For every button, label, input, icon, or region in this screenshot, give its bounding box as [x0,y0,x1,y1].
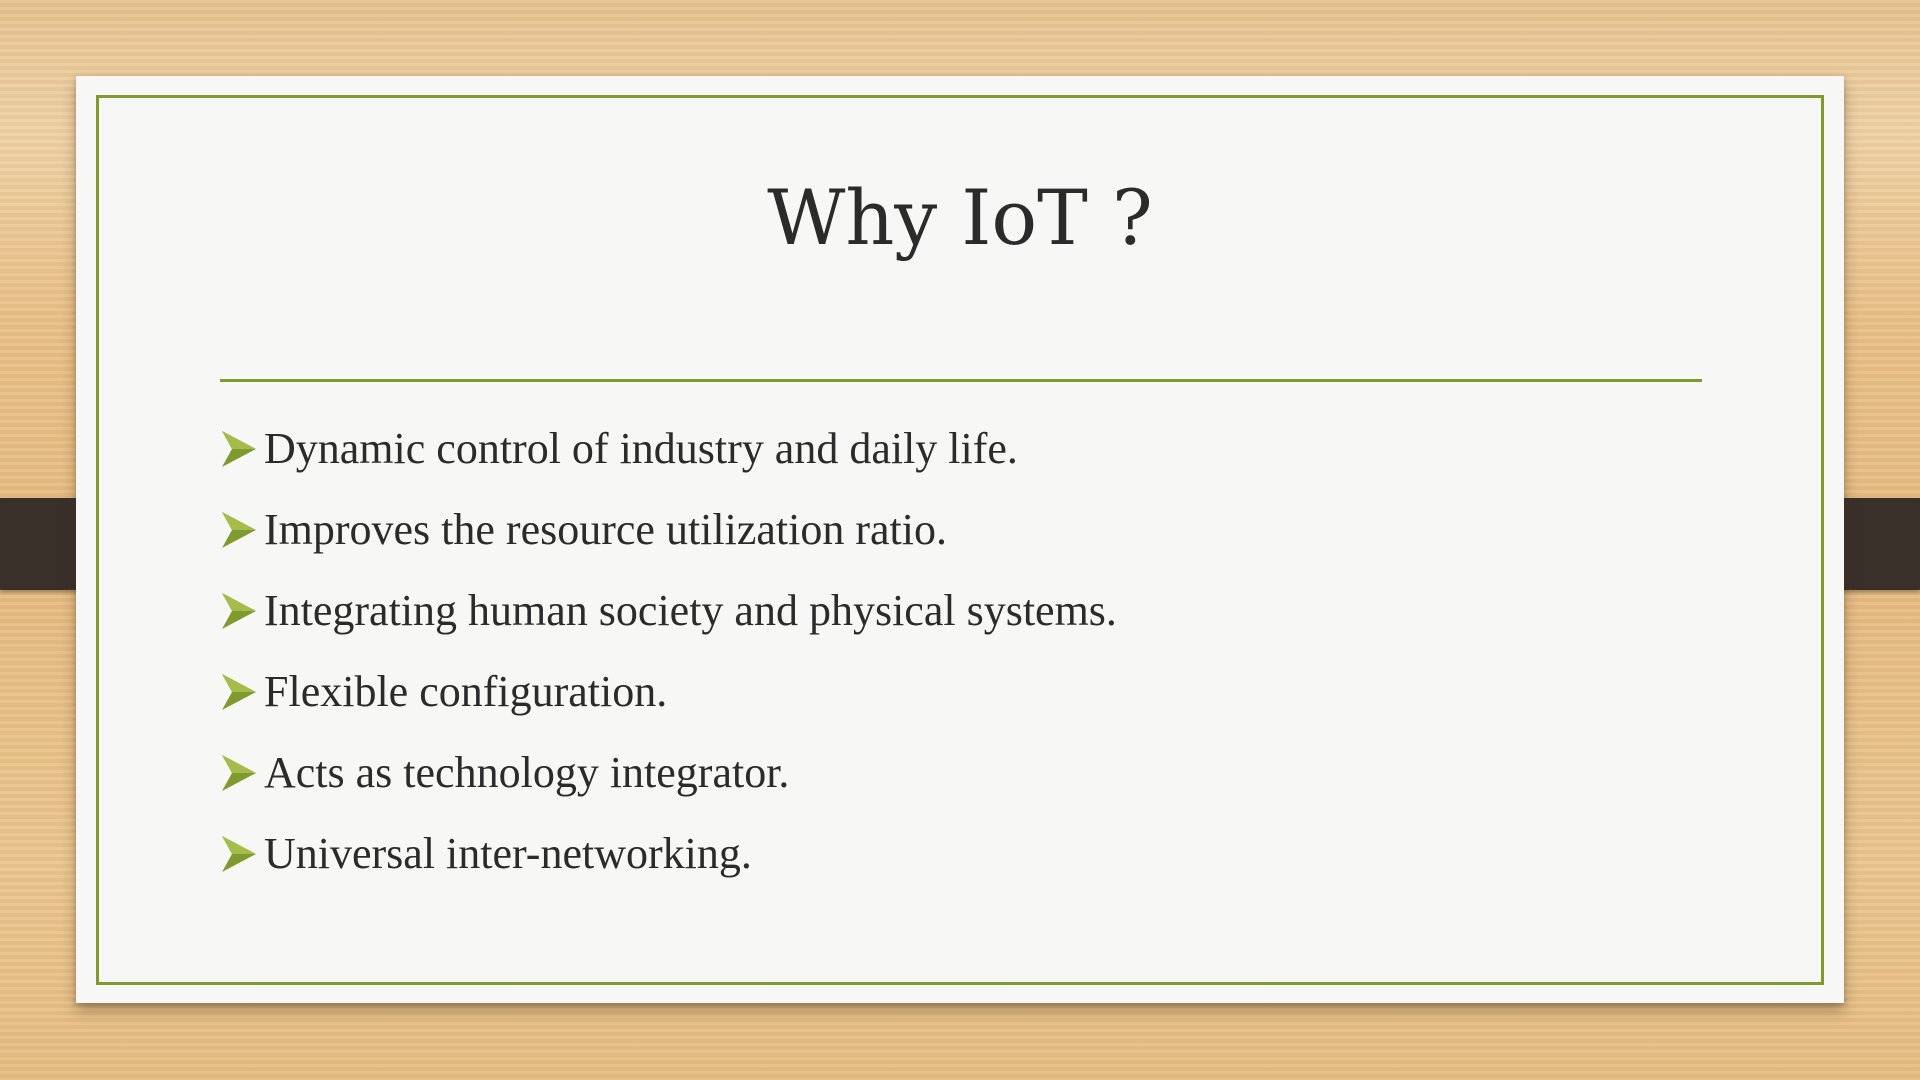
bullet-text: Dynamic control of industry and daily li… [264,424,1018,473]
list-item: Acts as technology integrator. [220,732,1117,813]
arrow-bullet-icon [222,673,256,710]
arrow-bullet-icon [222,511,256,548]
list-item: Universal inter-networking. [220,813,1117,894]
bullet-text: Universal inter-networking. [264,829,752,878]
bullet-text: Flexible configuration. [264,667,668,716]
bullet-list: Dynamic control of industry and daily li… [220,408,1117,894]
title-divider [220,379,1702,382]
list-item: Dynamic control of industry and daily li… [220,408,1117,489]
arrow-bullet-icon [222,835,256,872]
bullet-text: Improves the resource utilization ratio. [264,505,947,554]
arrow-bullet-icon [222,592,256,629]
bullet-text: Acts as technology integrator. [264,748,790,797]
arrow-bullet-icon [222,430,256,467]
bullet-text: Integrating human society and physical s… [264,586,1117,635]
list-item: Improves the resource utilization ratio. [220,489,1117,570]
arrow-bullet-icon [222,754,256,791]
slide-border [96,95,1824,985]
list-item: Integrating human society and physical s… [220,570,1117,651]
slide-card [76,76,1844,1003]
list-item: Flexible configuration. [220,651,1117,732]
slide-title: Why IoT ? [767,173,1153,262]
